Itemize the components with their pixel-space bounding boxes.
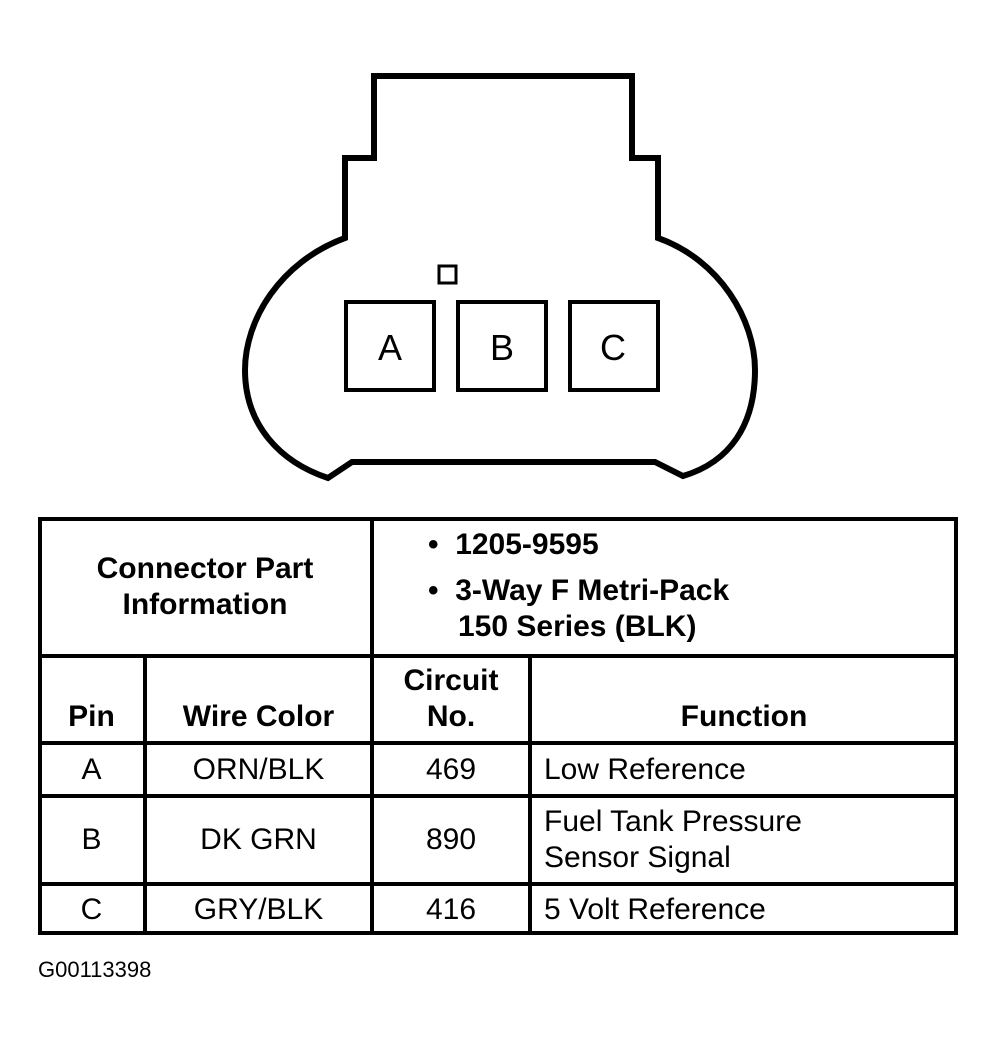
circuit-value: 416 [425, 892, 477, 926]
column-header-wire-color-text: Wire Color [182, 700, 335, 733]
column-header-pin-text: Pin [68, 700, 115, 733]
part-info-details: • 1205-9595 • 3-Way F Metri-Pack 150 Ser… [372, 517, 958, 656]
part-number-item: • 1205-9595 [428, 527, 958, 563]
function-value: Low Reference [544, 752, 746, 786]
wire-color-value: ORN/BLK [192, 752, 325, 786]
table-row-b-circuit: 890 [372, 796, 530, 884]
table-row-a-wire-color: ORN/BLK [145, 743, 372, 796]
connector-face-diagram: A B C [241, 73, 759, 482]
column-header-function: Function [530, 656, 958, 743]
connector-type-item: • 3-Way F Metri-Pack [428, 573, 958, 609]
connector-series: 150 Series (BLK) [458, 610, 697, 643]
pin-c-label: C [600, 327, 626, 368]
column-header-pin: Pin [38, 656, 145, 743]
wire-color-value: DK GRN [200, 823, 317, 856]
column-header-circuit-line2: No. [426, 700, 476, 733]
table-row-b-wire-color: DK GRN [145, 796, 372, 884]
table-grid-lines [38, 517, 958, 935]
pin-a-position-marker [437, 264, 458, 285]
table-row-a-function: Low Reference [530, 743, 958, 796]
pin-a-label: A [378, 327, 402, 368]
circuit-value: 890 [425, 823, 477, 856]
table-row-c-pin: C [38, 884, 145, 935]
connector-type: 3-Way F Metri-Pack [455, 574, 730, 607]
pin-a-cavity [344, 300, 436, 392]
pin-b-label: B [490, 327, 514, 368]
bullet: • [428, 574, 439, 607]
pin-value: B [81, 823, 102, 856]
table-row-c-wire-color: GRY/BLK [145, 884, 372, 935]
table-row-c-function: 5 Volt Reference [530, 884, 958, 935]
table-row-b-function: Fuel Tank Pressure Sensor Signal [530, 796, 958, 884]
wire-color-value: GRY/BLK [193, 892, 324, 926]
part-info-label-line2: Information [122, 587, 288, 621]
pin-c-cavity [568, 300, 660, 392]
column-header-circuit-line1: Circuit [403, 664, 499, 697]
pin-value: C [80, 892, 103, 926]
table-row-c-circuit: 416 [372, 884, 530, 935]
figure-id: G00113398 [38, 957, 152, 982]
column-header-circuit-no: Circuit No. [372, 656, 530, 743]
column-header-wire-color: Wire Color [145, 656, 372, 743]
bullet: • [428, 528, 439, 561]
connector-series-item: 150 Series (BLK) [428, 609, 958, 645]
connector-pinout-table: Connector Part Information • 1205-9595 •… [38, 517, 958, 935]
circuit-value: 469 [425, 752, 477, 786]
connector-outline [241, 73, 759, 482]
part-info-label: Connector Part Information [38, 517, 372, 656]
table-row-b-pin: B [38, 796, 145, 884]
function-value: 5 Volt Reference [544, 892, 766, 926]
table-row-a-pin: A [38, 743, 145, 796]
column-header-function-text: Function [680, 700, 808, 733]
part-info-label-line1: Connector Part [96, 551, 314, 585]
function-value-line2: Sensor Signal [544, 841, 731, 874]
function-value-line1: Fuel Tank Pressure [544, 805, 802, 838]
part-number: 1205-9595 [455, 528, 599, 561]
pin-value: A [81, 752, 102, 786]
pin-b-cavity [456, 300, 548, 392]
table-row-a-circuit: 469 [372, 743, 530, 796]
